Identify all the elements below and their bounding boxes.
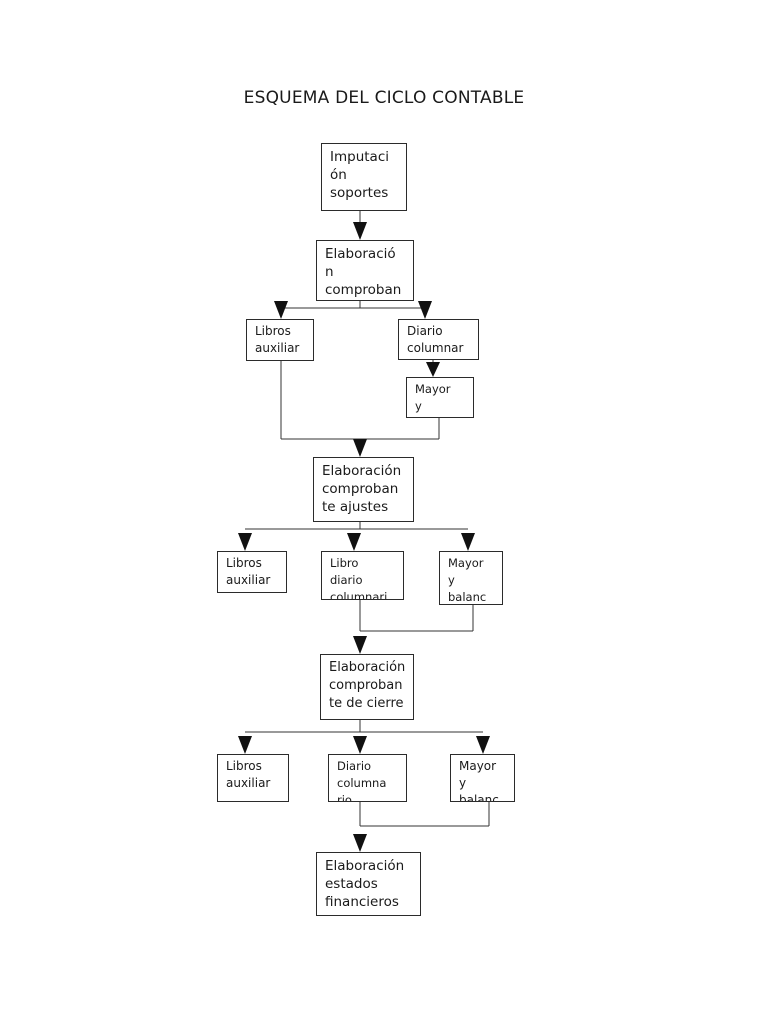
arrow-down-icon	[418, 301, 432, 319]
arrow-down-icon	[461, 533, 475, 551]
node-mayor-balance-2: Mayor y balanc	[439, 551, 503, 605]
node-elaboracion-comprobante: Elaboració n comproban	[316, 240, 414, 301]
node-mayor-balance-3: Mayor y balanc	[450, 754, 515, 802]
arrow-down-icon	[347, 533, 361, 551]
arrow-down-icon	[274, 301, 288, 319]
arrow-down-icon	[353, 439, 367, 457]
arrow-down-icon	[238, 533, 252, 551]
node-elaboracion-comprobante-ajustes: Elaboración comproban te ajustes	[313, 457, 414, 522]
arrow-down-icon	[238, 736, 252, 754]
arrow-down-icon	[426, 362, 440, 377]
node-imputacion-soportes: Imputaci ón soportes	[321, 143, 407, 211]
page-title: ESQUEMA DEL CICLO CONTABLE	[243, 88, 525, 108]
node-libros-auxiliar-2: Libros auxiliar	[217, 551, 287, 593]
node-mayor-1: Mayor y	[406, 377, 474, 418]
node-diario-columnario-3: Diario columna rio	[328, 754, 407, 802]
node-diario-columnar-1: Diario columnar	[398, 319, 479, 360]
node-elaboracion-comprobante-cierre: Elaboración comproban te de cierre	[320, 654, 414, 720]
node-libro-diario-columnario-2: Libro diario columnari	[321, 551, 404, 600]
node-elaboracion-estados-financieros: Elaboración estados financieros	[316, 852, 421, 916]
node-libros-auxiliar-1: Libros auxiliar	[246, 319, 314, 361]
arrow-down-icon	[353, 222, 367, 240]
arrow-down-icon	[353, 636, 367, 654]
arrow-down-icon	[353, 834, 367, 852]
node-libros-auxiliar-3: Libros auxiliar	[217, 754, 289, 802]
arrow-down-icon	[353, 736, 367, 754]
arrow-down-icon	[476, 736, 490, 754]
